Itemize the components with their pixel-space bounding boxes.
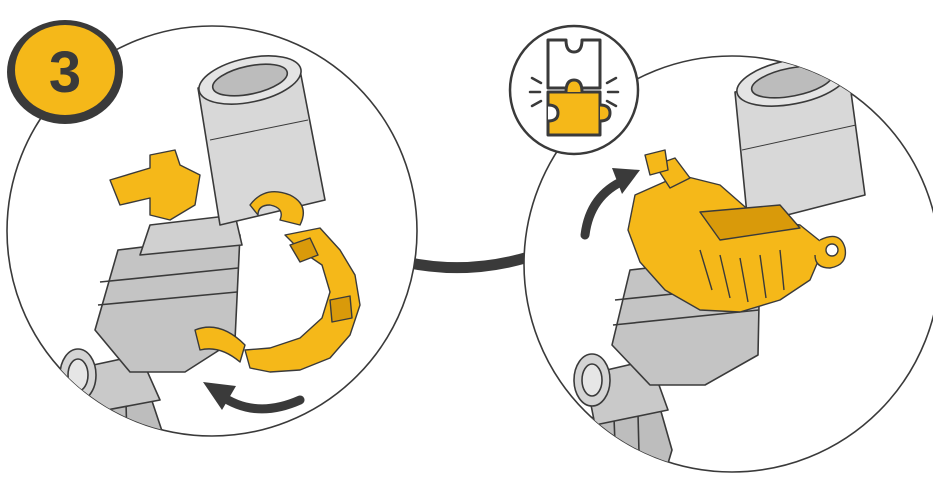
right-upper-tube	[733, 50, 865, 225]
step-number: 3	[10, 25, 120, 120]
puzzle-piece-icon	[548, 40, 610, 135]
connector-bar	[405, 258, 525, 268]
puzzle-icon-circle	[510, 26, 638, 154]
